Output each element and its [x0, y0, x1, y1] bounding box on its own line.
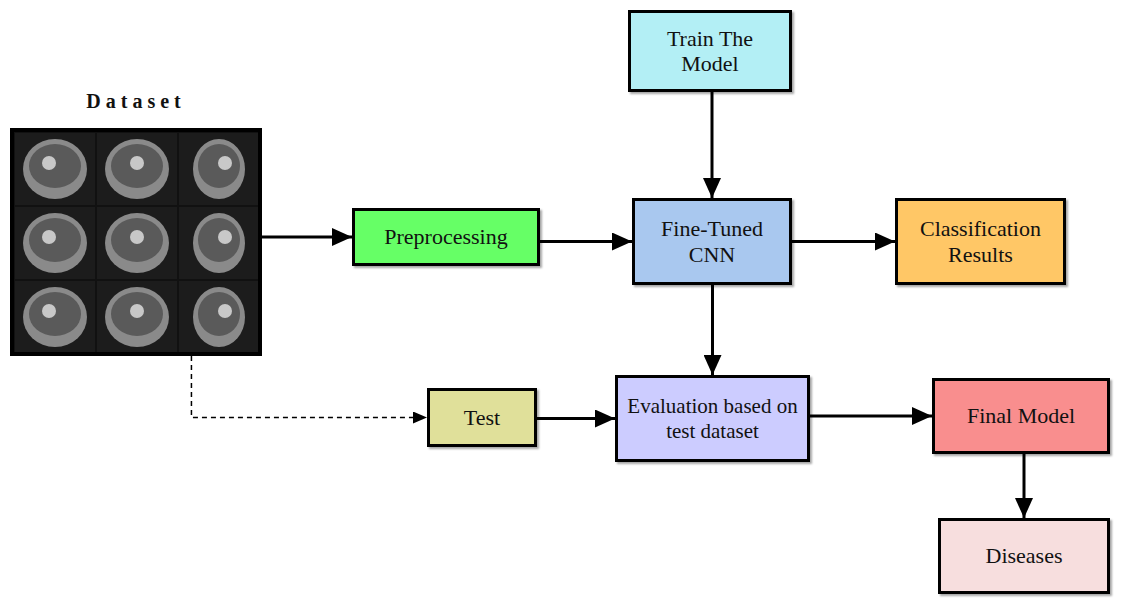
box-label: Preprocessing: [384, 224, 507, 249]
box-label: Evaluation based on test dataset: [625, 394, 800, 442]
mri-slice: [179, 281, 259, 353]
mri-slice: [97, 133, 177, 205]
process-box: Train The Model: [628, 10, 792, 92]
mri-slice: [15, 207, 95, 279]
flow-arrow: [540, 240, 632, 243]
mri-slice: [15, 133, 95, 205]
process-box: Fine-Tuned CNN: [632, 198, 792, 285]
flow-arrow: [810, 415, 932, 418]
output-box: Classification Results: [895, 198, 1066, 285]
flow-arrow: [537, 417, 615, 420]
flow-arrow: [262, 236, 352, 239]
mri-slice: [15, 281, 95, 353]
dataset-heading: Dataset: [14, 90, 258, 113]
box-label: Diseases: [986, 543, 1063, 568]
box-label: Fine-Tuned CNN: [642, 216, 782, 267]
mri-slice: [179, 133, 259, 205]
flow-arrow: [1023, 454, 1026, 518]
flow-arrow: [711, 285, 714, 375]
output-box: Diseases: [938, 518, 1110, 594]
dashed-arrow: [191, 356, 427, 418]
output-box: Final Model: [932, 378, 1110, 454]
mri-slice: [97, 207, 177, 279]
process-box: Test: [427, 388, 537, 447]
mri-slice: [179, 207, 259, 279]
dataset-frame: Dataset: [10, 128, 262, 356]
image-ground: [13, 131, 259, 353]
process-box: Preprocessing: [352, 208, 540, 266]
box-label: Test: [464, 405, 500, 430]
box-label: Train The Model: [638, 26, 782, 77]
mri-slice: [97, 281, 177, 353]
box-label: Final Model: [967, 403, 1075, 428]
flow-arrow: [792, 240, 895, 243]
box-label: Classification Results: [905, 216, 1056, 267]
process-box: Evaluation based on test dataset: [615, 375, 810, 462]
flow-arrow: [711, 92, 714, 198]
mri-images: [13, 131, 259, 353]
